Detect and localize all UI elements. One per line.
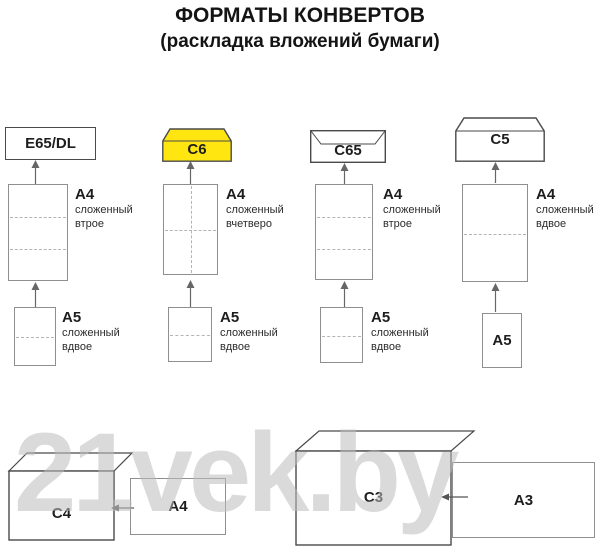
arrow-up-icon [31, 160, 40, 184]
sheet-size-label: A5 [62, 309, 82, 326]
arrow-left-icon [441, 493, 468, 501]
sheet-fold-desc: сложенный вдвое [536, 204, 594, 230]
sheet-a3-flat: A3 [452, 462, 595, 538]
page-subtitle: (раскладка вложений бумаги) [160, 31, 440, 52]
sheet-fold-desc: сложенный вдвое [62, 327, 120, 353]
sheet-a4-flat: A4 [130, 478, 226, 535]
sheet-fold-desc: сложенный втрое [383, 204, 441, 230]
sheet-a5-folded-half [320, 307, 363, 363]
a5-label-block: A5 сложенный вдвое [371, 309, 429, 355]
sheet-size-label: A4 [536, 186, 556, 203]
arrow-up-icon [340, 163, 349, 184]
page-title: ФОРМАТЫ КОНВЕРТОВ [175, 4, 425, 27]
a5-label-block: A5 сложенный вдвое [220, 309, 278, 355]
sheet-a5-folded-half [14, 307, 56, 366]
arrow-up-icon [31, 282, 40, 307]
sheet-a4-folded-thirds [8, 184, 68, 281]
sheet-size-label: A3 [513, 491, 534, 509]
envelope-c3 [294, 430, 476, 546]
sheet-size-label: A4 [75, 186, 95, 203]
fold-line [191, 186, 192, 273]
envelope-e65dl: E65/DL [5, 127, 96, 160]
envelope-c4 [7, 452, 134, 541]
fold-line [165, 230, 216, 231]
sheet-size-label: A5 [371, 309, 391, 326]
sheet-a5: A5 [482, 313, 522, 368]
sheet-size-label: A5 [492, 332, 512, 349]
fold-line [16, 337, 54, 338]
arrow-up-icon [340, 281, 349, 307]
a5-label-block: A5 сложенный вдвое [62, 309, 120, 355]
sheet-fold-desc: сложенный вчетверо [226, 204, 284, 230]
fold-line [464, 234, 526, 235]
sheet-a4-folded-quarters [163, 184, 218, 275]
fold-line [10, 249, 66, 250]
envelope-c65-label: C65 [334, 142, 362, 159]
envelope-c5-label: C5 [490, 131, 510, 148]
sheet-fold-desc: сложенный вдвое [220, 327, 278, 353]
arrow-up-icon [491, 283, 500, 312]
envelope-c3-label: C3 [363, 489, 384, 506]
envelope-c4-label: C4 [51, 505, 72, 522]
sheet-size-label: A4 [168, 498, 188, 515]
sheet-size-label: A5 [220, 309, 240, 326]
a4-label-block: A4 сложенный втрое [383, 186, 441, 232]
fold-line [322, 336, 361, 337]
sheet-size-label: A4 [383, 186, 403, 203]
fold-line [317, 217, 371, 218]
sheet-fold-desc: сложенный втрое [75, 204, 133, 230]
sheet-a4-folded-thirds [315, 184, 373, 280]
envelope-c65 [309, 129, 386, 164]
a4-label-block: A4 сложенный втрое [75, 186, 133, 232]
a4-label-block: A4 сложенный вчетверо [226, 186, 284, 232]
envelope-e65dl-label: E65/DL [25, 135, 76, 152]
fold-line [170, 335, 210, 336]
envelope-c6 [162, 128, 232, 162]
fold-line [317, 249, 371, 250]
arrow-up-icon [186, 161, 195, 184]
sheet-a4-folded-half [462, 184, 528, 282]
sheet-a5-folded-half [168, 307, 212, 362]
arrow-up-icon [186, 280, 195, 307]
arrow-up-icon [491, 162, 500, 183]
arrow-left-icon [111, 504, 134, 512]
sheet-size-label: A4 [226, 186, 246, 203]
sheet-fold-desc: сложенный вдвое [371, 327, 429, 353]
envelope-c5 [455, 117, 545, 162]
fold-line [10, 217, 66, 218]
a4-label-block: A4 сложенный вдвое [536, 186, 594, 232]
envelope-c6-label: C6 [187, 141, 207, 158]
